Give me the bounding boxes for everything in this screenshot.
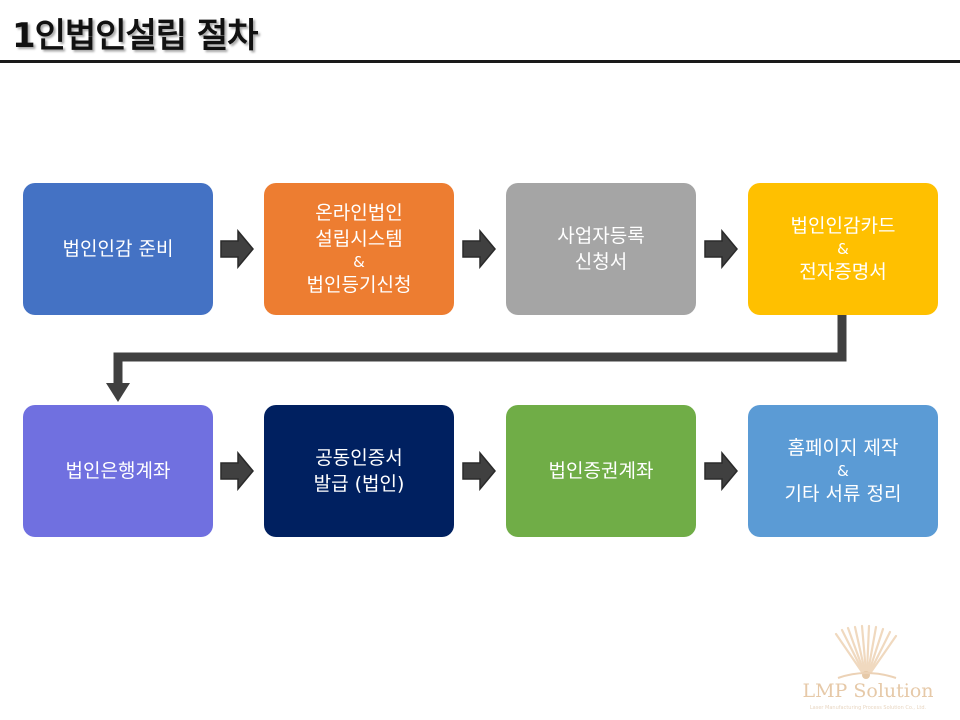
step-label-line: 발급 (법인) bbox=[313, 473, 405, 495]
step-label-line: 전자증명서 bbox=[799, 261, 887, 283]
step-label-line: 법인인감카드 bbox=[790, 215, 896, 237]
arrow-right-icon bbox=[704, 451, 738, 491]
logo-fan-icon bbox=[834, 624, 898, 679]
step-box-homepage-documents: 홈페이지 제작 & 기타 서류 정리 bbox=[748, 405, 938, 537]
page-title: 1인법인설립 절차 bbox=[12, 16, 258, 56]
step-box-corporate-seal: 법인인감 준비 bbox=[23, 183, 213, 315]
step-label-line: 법인은행계좌 bbox=[65, 460, 171, 482]
step-label-line: 기타 서류 정리 bbox=[784, 483, 902, 505]
step-label-line: & bbox=[837, 240, 849, 258]
step-box-seal-card-certificate: 법인인감카드 & 전자증명서 bbox=[748, 183, 938, 315]
arrow-right-icon bbox=[462, 451, 496, 491]
step-label-line: 홈페이지 제작 bbox=[787, 437, 899, 459]
step-box-bank-account: 법인은행계좌 bbox=[23, 405, 213, 537]
step-label-line: 설립시스템 bbox=[315, 228, 403, 250]
arrow-right-icon bbox=[220, 229, 254, 269]
company-logo: LMP Solution Laser Manufacturing Process… bbox=[778, 624, 958, 720]
step-label-line: 법인증권계좌 bbox=[548, 460, 654, 482]
title-underline bbox=[0, 60, 960, 63]
step-box-securities-account: 법인증권계좌 bbox=[506, 405, 696, 537]
step-label-line: 법인인감 준비 bbox=[62, 238, 174, 260]
arrow-right-icon bbox=[462, 229, 496, 269]
step-label-line: 법인등기신청 bbox=[306, 274, 412, 296]
step-label-line: & bbox=[837, 462, 849, 480]
arrow-right-icon bbox=[704, 229, 738, 269]
logo-name: LMP Solution bbox=[802, 680, 934, 702]
step-label-line: & bbox=[353, 253, 365, 271]
step-label-line: 신청서 bbox=[574, 251, 628, 273]
step-label-line: 공동인증서 bbox=[315, 447, 403, 469]
arrow-right-icon bbox=[220, 451, 254, 491]
step-label-line: 사업자등록 bbox=[557, 225, 645, 247]
step-label-line: 온라인법인 bbox=[315, 202, 403, 224]
logo-tagline: Laser Manufacturing Process Solution Co.… bbox=[809, 705, 927, 711]
